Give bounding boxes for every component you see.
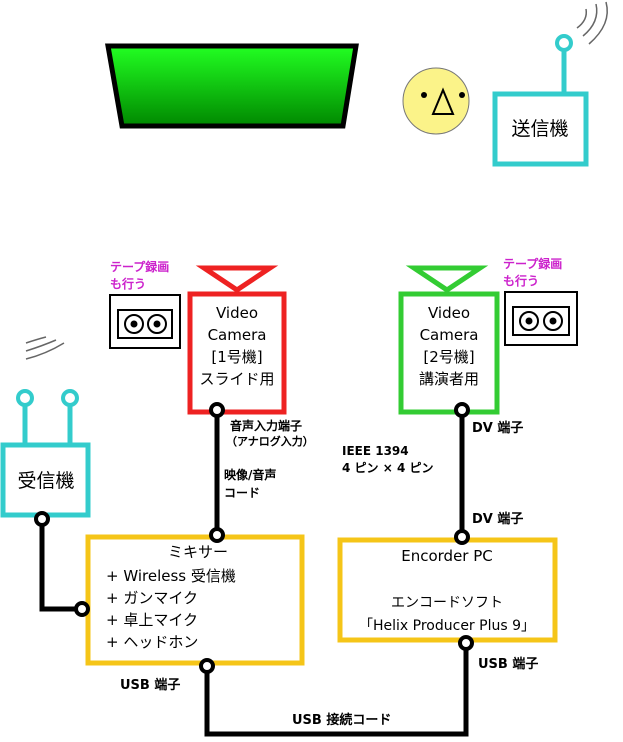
usb-port-right-label: USB 端子	[478, 656, 538, 672]
camera-2-viewfinder	[405, 265, 489, 294]
encoder-pc: Encorder PC エンコードソフト 「Helix Producer Plu…	[337, 537, 558, 643]
av-cord-label: 映像/音声	[224, 467, 276, 482]
encoder-software-name: 「Helix Producer Plus 9」	[359, 618, 535, 634]
mixer-item: + ヘッドホン	[106, 633, 198, 651]
mixer-item: + 卓上マイク	[106, 611, 198, 629]
camera-2-line2: Camera	[420, 326, 479, 344]
ieee1394-label: IEEE 1394	[342, 444, 409, 458]
av-cord-label-2: コード	[224, 486, 260, 500]
transmitter-label: 送信機	[511, 118, 568, 140]
wireless-signal-icon	[576, 1, 608, 45]
presenter-face-icon	[402, 67, 470, 135]
usb-cord-label: USB 接続コード	[292, 712, 391, 728]
camera-2-line1: Video	[428, 304, 470, 322]
cables	[39, 410, 469, 737]
wireless-signal-icon	[25, 336, 65, 360]
camera-1-tape-note-2: も行う	[110, 276, 146, 291]
usb-port-left-label: USB 端子	[120, 677, 180, 693]
camera-1-tape-note-1: テープ録画	[110, 259, 169, 274]
camera-2-line4: 講演者用	[419, 370, 479, 388]
tape-deck-1-icon	[109, 294, 181, 349]
camera-2-tape-note-1: テープ録画	[503, 256, 562, 271]
mixer-item: + Wireless 受信機	[106, 567, 236, 585]
connectors	[34, 402, 474, 674]
mixer-title: ミキサー	[168, 543, 228, 561]
camera-1-line2: Camera	[208, 326, 267, 344]
camera-1-line4: スライド用	[199, 370, 274, 388]
audio-input-analog-label: （アナログ入力）	[226, 434, 314, 448]
receiver-cord	[39, 519, 82, 612]
receiver: 受信機	[0, 336, 91, 518]
dv-port-bottom-label: DV 端子	[472, 511, 523, 527]
projection-screen	[105, 43, 359, 129]
camera-2-line3: [2号機]	[423, 348, 474, 366]
camera-1-line3: [1号機]	[211, 348, 262, 366]
usb-cord	[204, 643, 469, 737]
camera-2: Video Camera [2号機] 講演者用	[398, 265, 500, 415]
encoder-title: Encorder PC	[401, 547, 493, 565]
mixer-item: + ガンマイク	[106, 589, 198, 607]
mixer: ミキサー + Wireless 受信機 + ガンマイク + 卓上マイク + ヘッ…	[85, 534, 305, 666]
encoder-software-label: エンコードソフト	[391, 595, 503, 611]
ieee1394-pins-label: 4 ピン × 4 ピン	[342, 461, 433, 475]
tape-deck-2-icon	[504, 291, 578, 346]
camera-2-tape-note-2: も行う	[503, 273, 539, 288]
receiver-label: 受信機	[17, 470, 74, 492]
camera-1: Video Camera [1号機] スライド用	[187, 265, 287, 415]
audio-input-label: 音声入力端子	[230, 418, 302, 433]
camera-1-line1: Video	[216, 304, 258, 322]
dv-port-top-label: DV 端子	[472, 420, 523, 436]
transmitter: 送信機	[492, 1, 608, 167]
camera-1-viewfinder	[195, 265, 279, 294]
